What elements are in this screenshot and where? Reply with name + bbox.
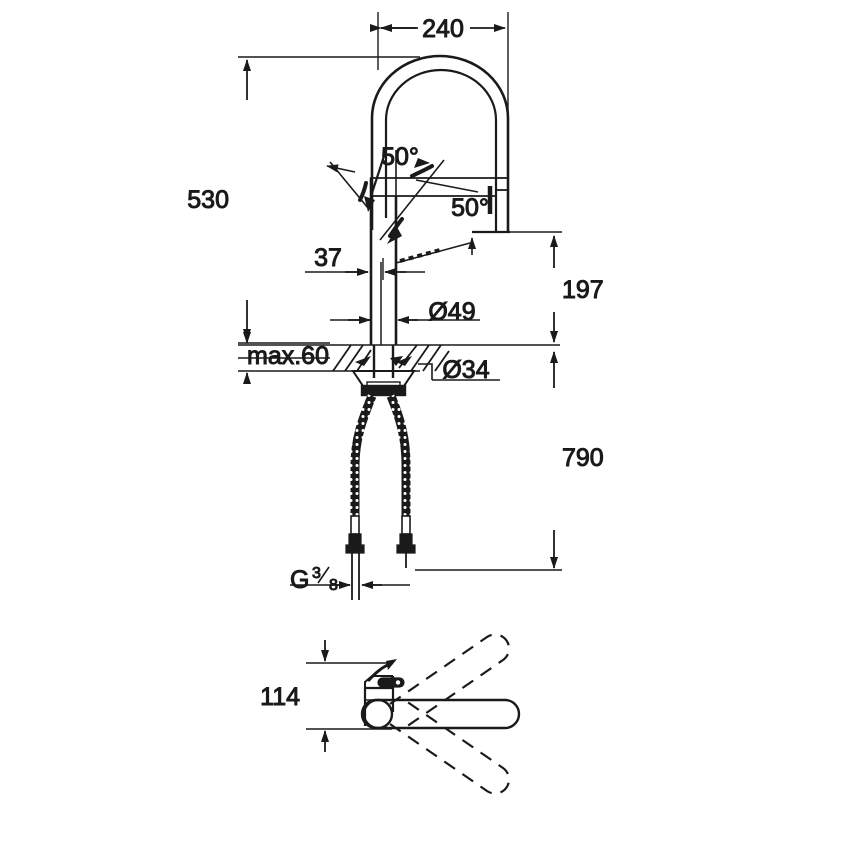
thread-numerator: 3 bbox=[312, 565, 321, 582]
hose-end-fittings bbox=[345, 515, 416, 600]
thread-prefix: G bbox=[290, 566, 309, 594]
dimension-total-height bbox=[238, 56, 420, 344]
dimension-shank-diameter bbox=[390, 356, 500, 381]
flexible-hose-left bbox=[350, 394, 377, 522]
swivel-arrow-left bbox=[326, 161, 375, 212]
dimension-body-diameter-label: Ø49 bbox=[428, 298, 475, 326]
dimension-shank-diameter-label: Ø34 bbox=[442, 356, 489, 384]
pulldown-hose-indicator bbox=[395, 237, 476, 264]
swivel-arrow-right bbox=[379, 158, 479, 244]
dimension-total-height-label: 530 bbox=[187, 186, 229, 214]
spout-arm bbox=[370, 177, 496, 197]
swivel-angle-right-label: 50° bbox=[451, 194, 489, 222]
mounting-nut bbox=[351, 370, 416, 397]
faucet-spout-arch bbox=[370, 54, 510, 232]
dimension-spout-height-label: 197 bbox=[562, 276, 604, 304]
dimension-spout-reach-label: 240 bbox=[422, 15, 464, 43]
dimension-counter-thickness-label: max.60 bbox=[247, 342, 329, 370]
dimension-handle-lift-label: 114 bbox=[260, 683, 300, 711]
dimension-spout-offset bbox=[305, 258, 425, 280]
dimension-hose-length-label: 790 bbox=[562, 444, 604, 472]
handle-detail-view bbox=[360, 633, 521, 795]
flexible-hose-right bbox=[386, 394, 411, 522]
swivel-angle-left-label: 50° bbox=[381, 143, 419, 171]
mounting-shank bbox=[372, 345, 395, 378]
thread-denominator: 8 bbox=[329, 577, 338, 594]
dimension-handle-lift bbox=[306, 640, 392, 752]
faucet-body-column bbox=[369, 149, 398, 345]
dimension-hose-length bbox=[415, 351, 562, 571]
dimension-spout-offset-label: 37 bbox=[314, 244, 342, 272]
spray-head bbox=[472, 177, 510, 234]
dimension-thread-size-label: G 3 8 bbox=[290, 565, 339, 595]
dimension-spout-height bbox=[508, 231, 562, 343]
dimension-counter-thickness bbox=[238, 332, 330, 384]
